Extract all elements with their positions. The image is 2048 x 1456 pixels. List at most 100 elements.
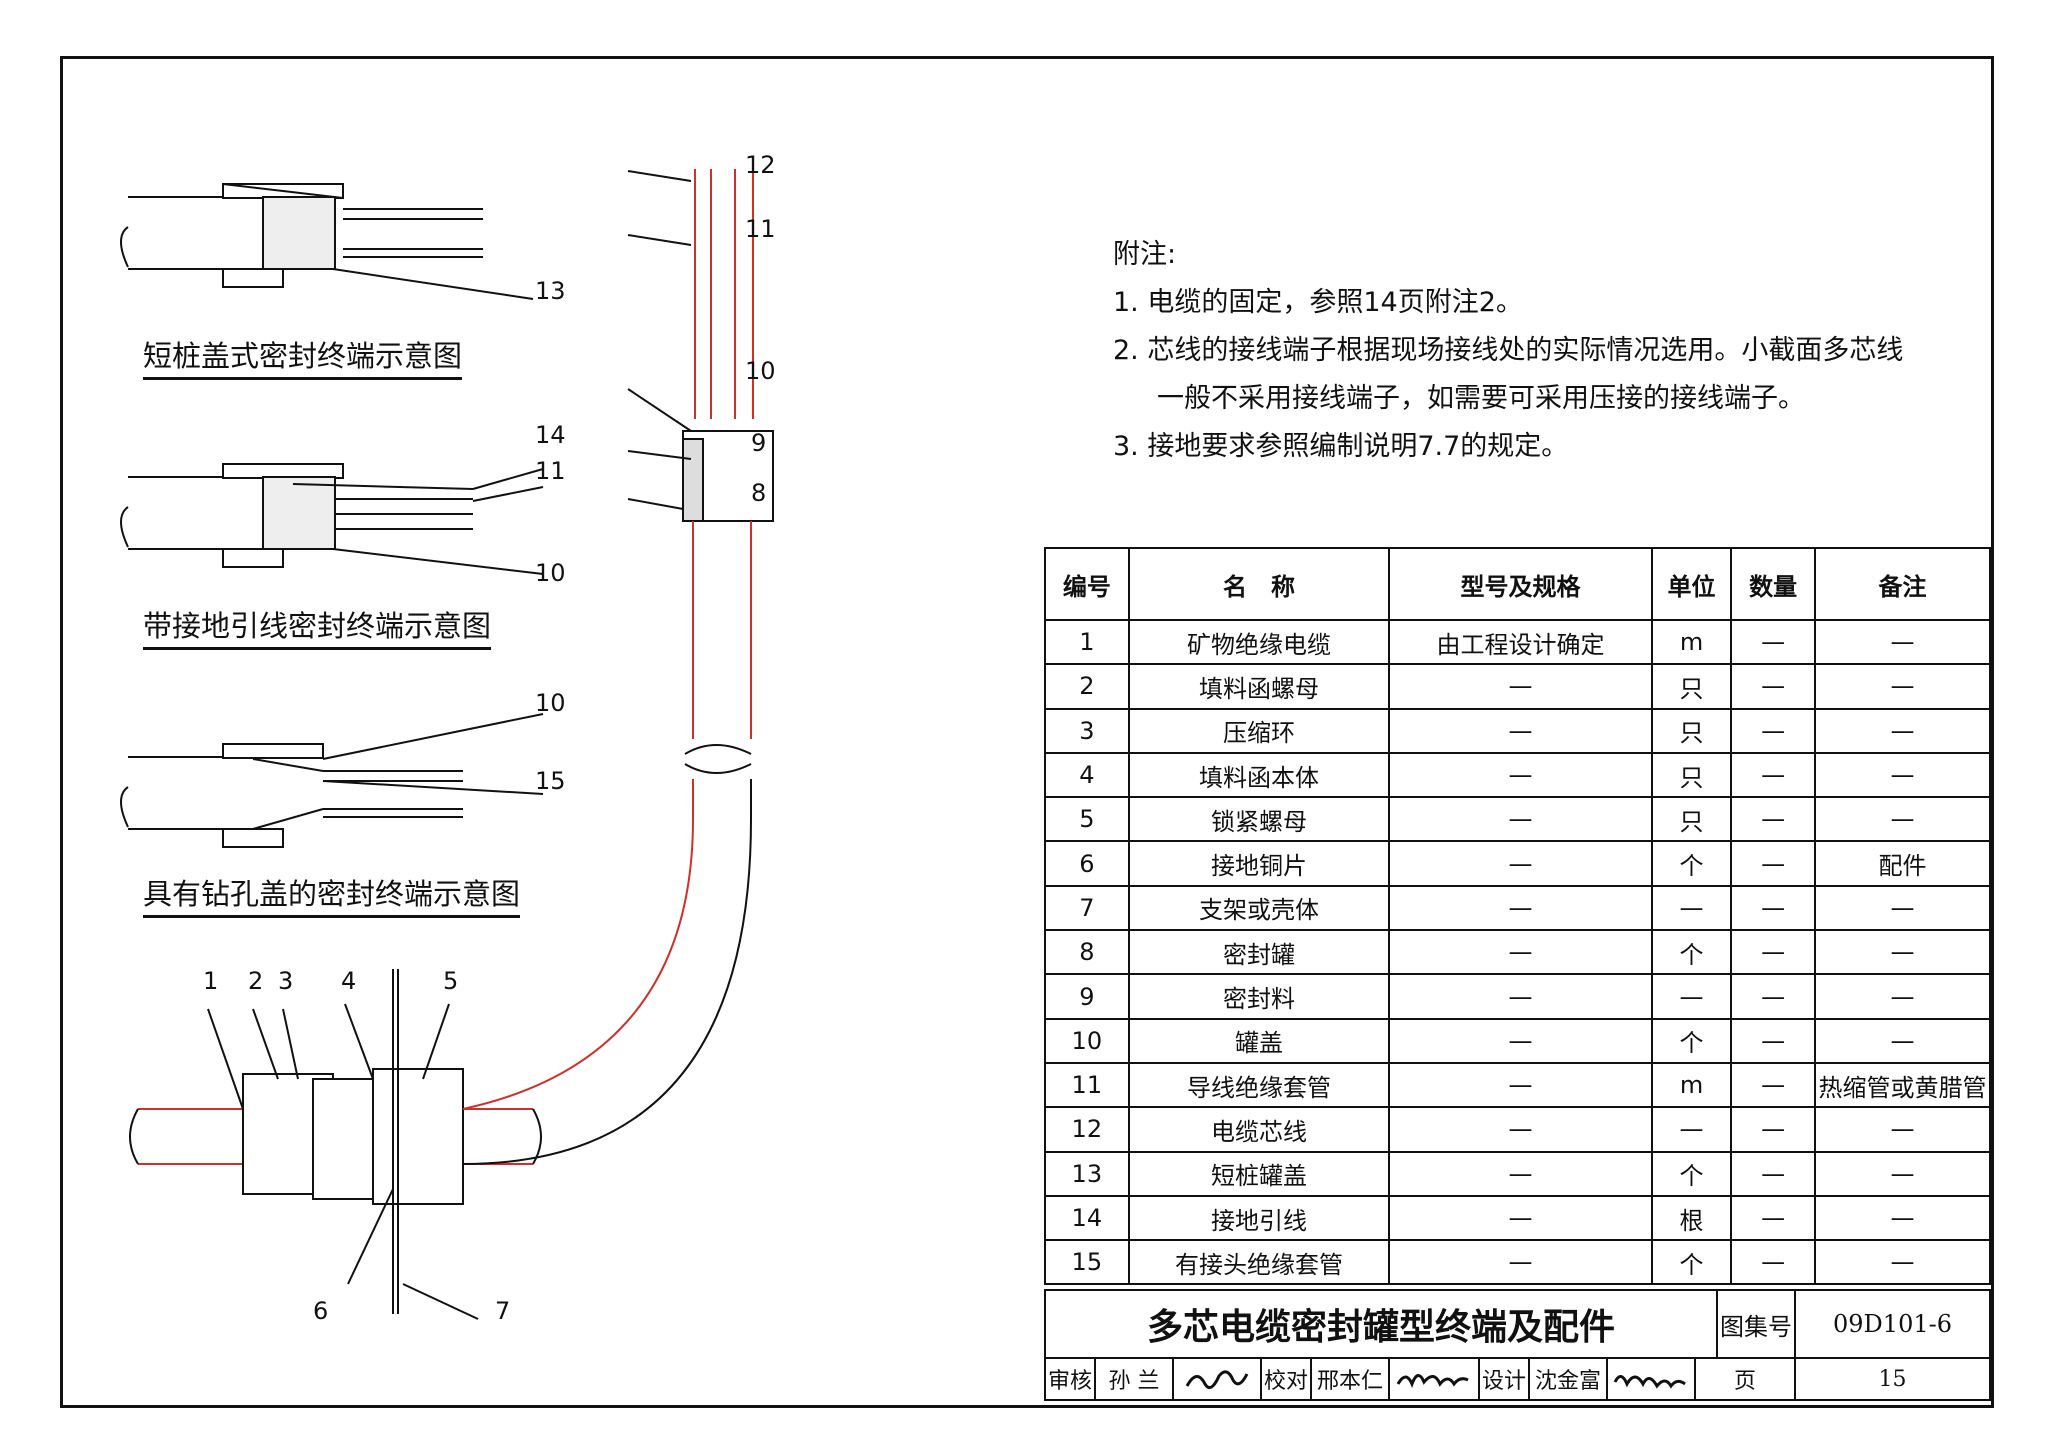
cell-no: 12 <box>1044 1106 1130 1153</box>
cell-remark: — <box>1813 663 1992 710</box>
design-label: 设计 <box>1478 1357 1530 1401</box>
cell-remark: — <box>1813 1017 1992 1064</box>
cell-remark: — <box>1813 1239 1992 1286</box>
cell-name: 支架或壳体 <box>1127 884 1391 932</box>
header-unit: 单位 <box>1650 547 1733 621</box>
cell-name: 压缩环 <box>1127 707 1391 754</box>
cell-remark: 配件 <box>1813 840 1992 887</box>
cell-spec: — <box>1388 1150 1653 1197</box>
callout-14: 14 <box>535 421 566 449</box>
cell-name: 接地铜片 <box>1127 840 1391 887</box>
cell-spec: — <box>1388 1017 1653 1064</box>
cell-remark: — <box>1813 1106 1992 1153</box>
header-no: 编号 <box>1044 547 1130 621</box>
callout-3: 3 <box>278 967 294 995</box>
cell-name: 密封料 <box>1127 973 1391 1020</box>
cell-no: 9 <box>1044 973 1130 1020</box>
cell-unit: 只 <box>1650 663 1733 710</box>
cell-unit: 只 <box>1650 707 1733 754</box>
cell-no: 14 <box>1044 1194 1130 1242</box>
cell-unit: 个 <box>1650 840 1733 887</box>
callout-10: 10 <box>535 689 566 717</box>
cell-remark: — <box>1813 796 1992 843</box>
cell-unit: — <box>1650 884 1733 932</box>
callout-5: 5 <box>443 967 459 995</box>
check-label: 校对 <box>1260 1357 1312 1401</box>
cell-name: 锁紧螺母 <box>1127 796 1391 843</box>
cell-spec: — <box>1388 1239 1653 1286</box>
callout-11: 11 <box>745 215 776 243</box>
header-qty: 数量 <box>1730 547 1816 621</box>
cell-remark: 热缩管或黄腊管 <box>1813 1061 1992 1109</box>
callout-1: 1 <box>203 967 219 995</box>
cell-unit: 个 <box>1650 1239 1733 1286</box>
callout-13: 13 <box>535 277 566 305</box>
cell-name: 接地引线 <box>1127 1194 1391 1242</box>
cell-qty: — <box>1730 973 1816 1020</box>
cell-qty: — <box>1730 1150 1816 1197</box>
cell-name: 导线绝缘套管 <box>1127 1061 1391 1109</box>
cell-remark: — <box>1813 618 1992 666</box>
cell-unit: 根 <box>1650 1194 1733 1242</box>
cell-no: 3 <box>1044 707 1130 754</box>
cell-no: 15 <box>1044 1239 1130 1286</box>
cell-spec: — <box>1388 884 1653 932</box>
header-name: 名 称 <box>1127 547 1391 621</box>
cell-qty: — <box>1730 1194 1816 1242</box>
cell-remark: — <box>1813 751 1992 799</box>
cell-unit: 只 <box>1650 751 1733 799</box>
cell-no: 11 <box>1044 1061 1130 1109</box>
cell-unit: m <box>1650 618 1733 666</box>
cell-remark: — <box>1813 929 1992 976</box>
cell-no: 4 <box>1044 751 1130 799</box>
callout-9: 9 <box>751 429 767 457</box>
cell-qty: — <box>1730 618 1816 666</box>
reviewer-signature <box>1172 1357 1262 1401</box>
cell-no: 5 <box>1044 796 1130 843</box>
designer-signature <box>1606 1357 1696 1401</box>
cell-qty: — <box>1730 1017 1816 1064</box>
callout-2: 2 <box>248 967 264 995</box>
note-1: 1. 电缆的固定，参照14页附注2。 <box>1113 287 1523 318</box>
callout-11: 11 <box>535 457 566 485</box>
cell-no: 6 <box>1044 840 1130 887</box>
cell-no: 7 <box>1044 884 1130 932</box>
header-spec: 型号及规格 <box>1388 547 1653 621</box>
cell-spec: 由工程设计确定 <box>1388 618 1653 666</box>
drawing-title: 多芯电缆密封罐型终端及配件 <box>1044 1289 1718 1359</box>
cell-qty: — <box>1730 796 1816 843</box>
cell-spec: — <box>1388 751 1653 799</box>
cell-name: 有接头绝缘套管 <box>1127 1239 1391 1286</box>
grounding-lead-diagram <box>120 463 544 575</box>
cell-name: 矿物绝缘电缆 <box>1127 618 1391 666</box>
caption-grounding-lead: 带接地引线密封终端示意图 <box>143 603 492 650</box>
cell-no: 1 <box>1044 618 1130 666</box>
callout-10: 10 <box>535 559 566 587</box>
callout-6: 6 <box>313 1297 329 1325</box>
cell-spec: — <box>1388 707 1653 754</box>
cell-spec: — <box>1388 973 1653 1020</box>
callout-12: 12 <box>745 151 776 179</box>
cell-name: 短桩罐盖 <box>1127 1150 1391 1197</box>
review-label: 审核 <box>1044 1357 1096 1401</box>
cell-name: 填料函螺母 <box>1127 663 1391 710</box>
callout-7: 7 <box>495 1297 511 1325</box>
note-2: 2. 芯线的接线端子根据现场接线处的实际情况选用。小截面多芯线 <box>1113 335 1904 366</box>
atlas-label: 图集号 <box>1716 1289 1796 1359</box>
cell-spec: — <box>1388 840 1653 887</box>
designer-name: 沈金富 <box>1528 1357 1608 1401</box>
cell-spec: — <box>1388 929 1653 976</box>
notes-block: 附注: 1. 电缆的固定，参照14页附注2。 2. 芯线的接线端子根据现场接线处… <box>1113 231 1903 471</box>
note-3: 3. 接地要求参照编制说明7.7的规定。 <box>1113 431 1569 462</box>
cell-name: 填料函本体 <box>1127 751 1391 799</box>
cell-qty: — <box>1730 840 1816 887</box>
cell-name: 密封罐 <box>1127 929 1391 976</box>
